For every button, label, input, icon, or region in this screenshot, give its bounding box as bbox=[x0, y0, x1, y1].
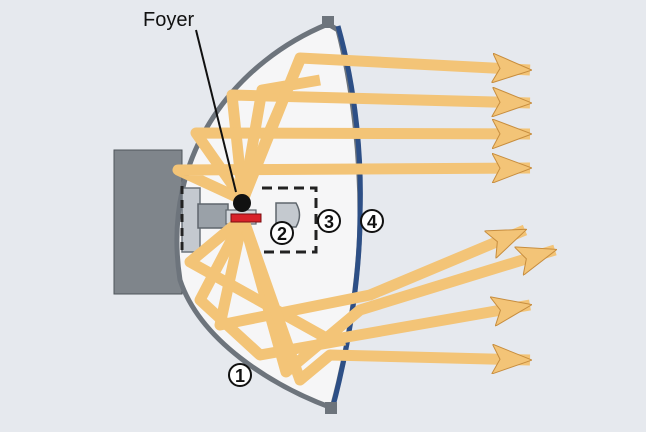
callout-4-label: 4 bbox=[367, 212, 377, 232]
lower-light-rays bbox=[184, 213, 555, 386]
lens-clip-top bbox=[322, 16, 334, 28]
callout-1: 1 bbox=[228, 363, 252, 387]
front-lens bbox=[329, 25, 363, 411]
focus-pointer-line bbox=[195, 29, 237, 193]
callout-2-label: 2 bbox=[277, 224, 287, 244]
upper-light-rays bbox=[172, 52, 530, 205]
callout-3-label: 3 bbox=[324, 212, 334, 232]
lamp-base bbox=[113, 149, 183, 295]
callout-2: 2 bbox=[270, 221, 294, 245]
callout-4: 4 bbox=[360, 209, 384, 233]
bulb-tip bbox=[275, 202, 301, 228]
light-shield bbox=[262, 186, 318, 254]
focus-point bbox=[233, 194, 251, 212]
callout-1-label: 1 bbox=[235, 366, 245, 386]
lens-clip-bottom bbox=[325, 402, 337, 414]
focus-label: Foyer bbox=[143, 9, 194, 31]
filament bbox=[230, 213, 262, 223]
bulb-neck bbox=[197, 203, 229, 229]
callout-3: 3 bbox=[317, 209, 341, 233]
